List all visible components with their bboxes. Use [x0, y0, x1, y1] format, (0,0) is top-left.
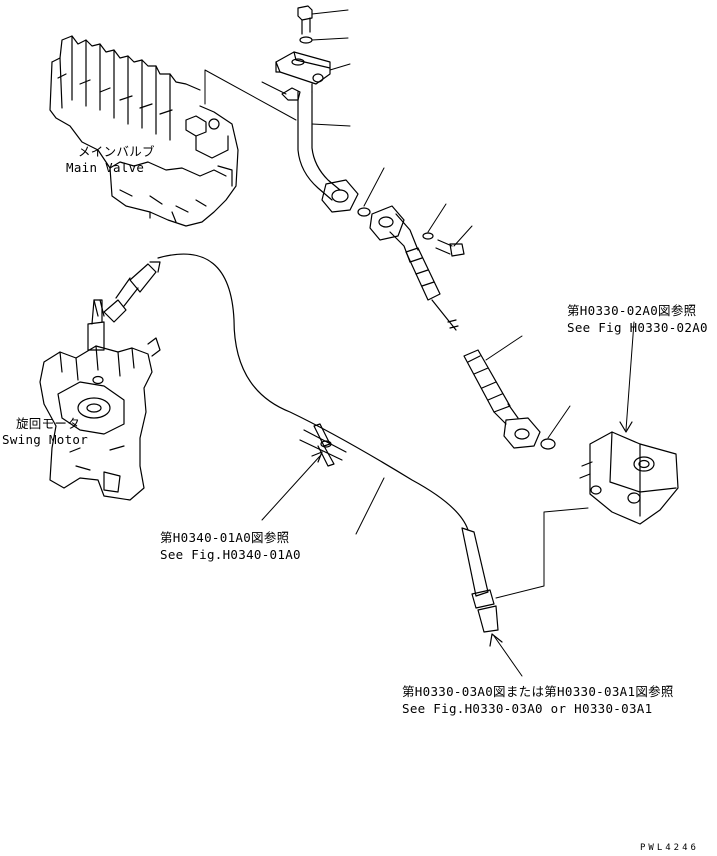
- swing-motor-label-en: Swing Motor: [2, 432, 89, 447]
- washer-leader: [311, 37, 349, 41]
- oring-upper-leader: [363, 167, 385, 207]
- swing-hose: [405, 247, 541, 449]
- flange-washer-lower: [422, 232, 434, 240]
- ref-02a0-label-jp: 第H0330-02A0図参照: [567, 303, 697, 318]
- bolt-lower-leader: [453, 225, 473, 247]
- main-valve-port-leader: [204, 69, 297, 121]
- washer-lower-leader: [427, 203, 447, 233]
- ref-02a0-arrowhead: [619, 421, 633, 433]
- ref-03a-arrow: [493, 635, 523, 677]
- oring-lower-leader: [547, 405, 571, 439]
- ref-02a0-arrow: [625, 321, 635, 431]
- upper-bent-tube: [297, 91, 359, 213]
- swivel-joint-block: [579, 431, 679, 525]
- main-valve-label-en: Main Valve: [66, 160, 145, 175]
- ref-0340-label-en: See Fig.H0340-01A0: [160, 547, 301, 562]
- drawing-code: PWL4246: [640, 843, 699, 853]
- ref-0340-arrowhead: [311, 451, 323, 463]
- swing-motor-label-jp: 旋回モータ: [16, 416, 81, 431]
- ref-0340-arrow: [261, 455, 321, 521]
- hose-leader: [485, 335, 523, 361]
- oring-lower: [540, 438, 556, 450]
- flange-washer: [299, 36, 313, 44]
- ref-03a-label-jp: 第H0330-03A0図または第H0330-03A1図参照: [402, 684, 674, 699]
- ref-02a0-label-en: See Fig H0330-02A0: [567, 320, 708, 335]
- main-valve-body: [49, 35, 239, 227]
- hose-flange-upper: [369, 205, 419, 263]
- bolt-leader: [311, 9, 349, 15]
- ref-0340-label-jp: 第H0340-01A0図参照: [160, 530, 290, 545]
- drain-line: [495, 507, 589, 599]
- ref-03a-label-en: See Fig.H0330-03A0 or H0330-03A1: [402, 701, 653, 716]
- flange-bolt-lower: [435, 239, 465, 257]
- flange-bolt: [297, 5, 313, 35]
- oring-port: [281, 87, 301, 101]
- tube-leader: [311, 123, 351, 127]
- hose-clamp-leader: [355, 477, 385, 535]
- hose-clamp: [299, 423, 347, 467]
- main-valve-label-jp: メインバルブ: [78, 144, 155, 159]
- motor-drain-hose: [93, 253, 499, 633]
- oring-port-leader: [261, 81, 287, 95]
- block-leader: [329, 63, 351, 71]
- oring-upper: [357, 207, 371, 217]
- ref-03a-arrowhead: [489, 633, 503, 647]
- flange-block: [275, 51, 331, 93]
- swing-motor-body: [39, 299, 161, 501]
